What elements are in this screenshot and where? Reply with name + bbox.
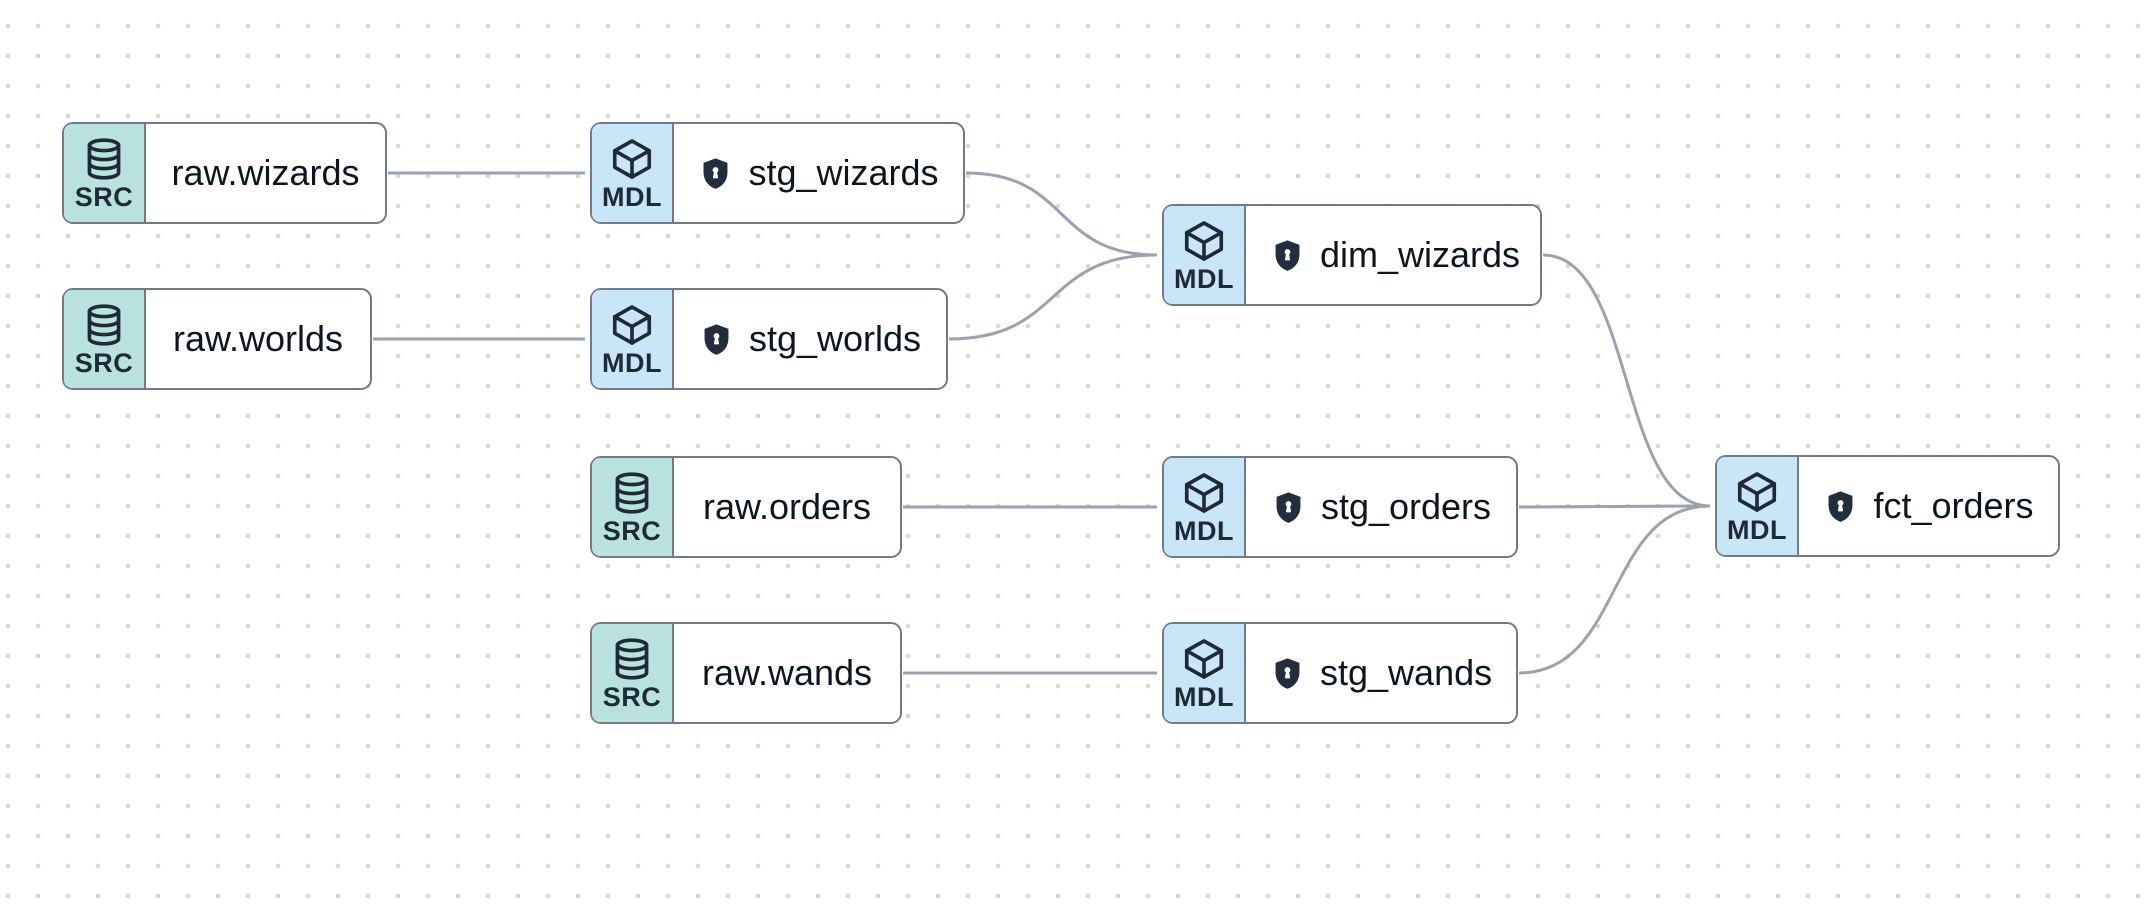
node-stg_wands[interactable]: MDL stg_wands [1162,622,1518,724]
node-dim_wizards[interactable]: MDL dim_wizards [1162,204,1542,306]
database-icon [609,636,655,682]
node-type-badge: SRC [592,458,674,556]
node-label: stg_wands [1320,652,1493,693]
node-label: stg_wizards [748,152,939,193]
node-body: stg_wizards [674,124,963,222]
database-icon [81,136,127,182]
node-raw_wands[interactable]: SRC raw.wands [590,622,902,724]
shield-lock-icon [1271,490,1306,525]
node-type-label: MDL [602,181,662,212]
node-raw_wizards[interactable]: SRC raw.wizards [62,122,387,224]
node-type-label: MDL [602,347,662,378]
node-body: fct_orders [1799,457,2058,555]
node-type-badge: MDL [592,124,674,222]
node-fct_orders[interactable]: MDL fct_orders [1715,455,2060,557]
shield-lock-icon [1823,489,1858,524]
node-type-label: SRC [74,181,134,212]
node-label: raw.orders [702,486,872,527]
node-body: raw.worlds [146,290,370,388]
database-icon [81,302,127,348]
node-type-badge: MDL [592,290,674,388]
edge-stg_wands-fct_orders [1518,504,1711,675]
cube-icon [609,302,655,348]
node-type-badge: MDL [1717,457,1799,555]
edge-stg_worlds-dim_wizards [948,253,1158,341]
node-stg_wizards[interactable]: MDL stg_wizards [590,122,965,224]
node-body: stg_orders [1246,458,1516,556]
node-type-badge: MDL [1164,458,1246,556]
cube-icon [1181,218,1227,264]
cube-icon [609,136,655,182]
node-label: fct_orders [1873,485,2034,526]
edge-stg_wizards-dim_wizards [965,171,1158,257]
node-type-label: SRC [74,347,134,378]
node-body: stg_wands [1246,624,1516,722]
node-type-label: MDL [1174,515,1234,546]
node-type-label: SRC [602,681,662,712]
shield-lock-icon [1270,656,1305,691]
cube-icon [1734,469,1780,515]
node-body: dim_wizards [1246,206,1544,304]
node-label: raw.wizards [171,152,360,193]
node-stg_orders[interactable]: MDL stg_orders [1162,456,1518,558]
node-type-label: SRC [602,515,662,546]
node-label: raw.wands [701,652,873,693]
node-stg_worlds[interactable]: MDL stg_worlds [590,288,948,390]
node-type-label: MDL [1174,263,1234,294]
node-type-badge: SRC [64,290,146,388]
node-body: raw.orders [674,458,900,556]
shield-lock-icon [1270,238,1305,273]
node-type-badge: SRC [64,124,146,222]
node-label: stg_worlds [748,318,922,359]
node-label: dim_wizards [1320,234,1521,275]
node-raw_worlds[interactable]: SRC raw.worlds [62,288,372,390]
edge-dim_wizards-fct_orders [1542,253,1711,508]
database-icon [609,470,655,516]
node-type-badge: SRC [592,624,674,722]
node-raw_orders[interactable]: SRC raw.orders [590,456,902,558]
shield-lock-icon [699,322,734,357]
node-body: stg_worlds [674,290,946,388]
edge-stg_orders-fct_orders [1518,504,1711,509]
shield-lock-icon [698,156,733,191]
node-type-label: MDL [1174,681,1234,712]
node-type-badge: MDL [1164,206,1246,304]
node-label: raw.worlds [172,318,344,359]
node-label: stg_orders [1320,486,1492,527]
cube-icon [1181,470,1227,516]
node-type-badge: MDL [1164,624,1246,722]
node-body: raw.wands [674,624,900,722]
cube-icon [1181,636,1227,682]
node-body: raw.wizards [146,124,385,222]
node-type-label: MDL [1727,514,1787,545]
